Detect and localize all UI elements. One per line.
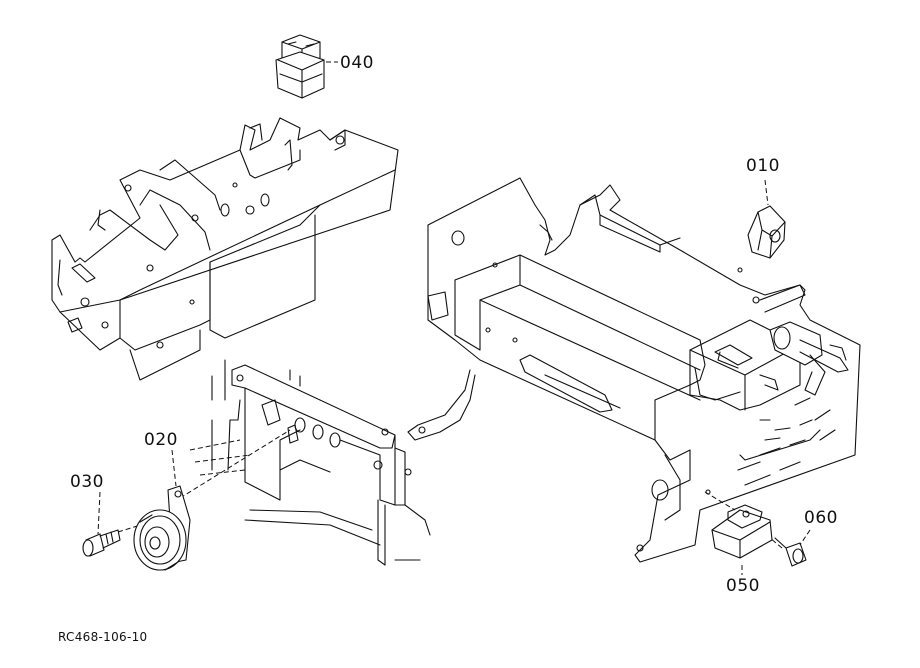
part-040-relay xyxy=(275,34,325,99)
left-frame xyxy=(51,117,399,381)
part-050-sensor xyxy=(705,489,773,559)
label-leaders xyxy=(97,61,811,575)
drawing-code: RC468-106-10 xyxy=(58,630,148,644)
part-label-010: 010 xyxy=(746,156,780,176)
leader-lines xyxy=(117,429,783,549)
part-030-bolt xyxy=(82,529,121,557)
part-label-040: 040 xyxy=(340,53,374,73)
center-bracket xyxy=(211,359,431,566)
part-020-horn xyxy=(133,485,191,571)
part-label-030: 030 xyxy=(70,472,104,492)
actuator-bracket xyxy=(689,284,849,411)
part-label-020: 020 xyxy=(144,430,178,450)
part-060-bolt xyxy=(774,537,807,567)
part-010-switch xyxy=(747,205,786,259)
part-label-060: 060 xyxy=(804,508,838,528)
part-label-050: 050 xyxy=(726,576,760,596)
right-frame xyxy=(407,177,861,563)
